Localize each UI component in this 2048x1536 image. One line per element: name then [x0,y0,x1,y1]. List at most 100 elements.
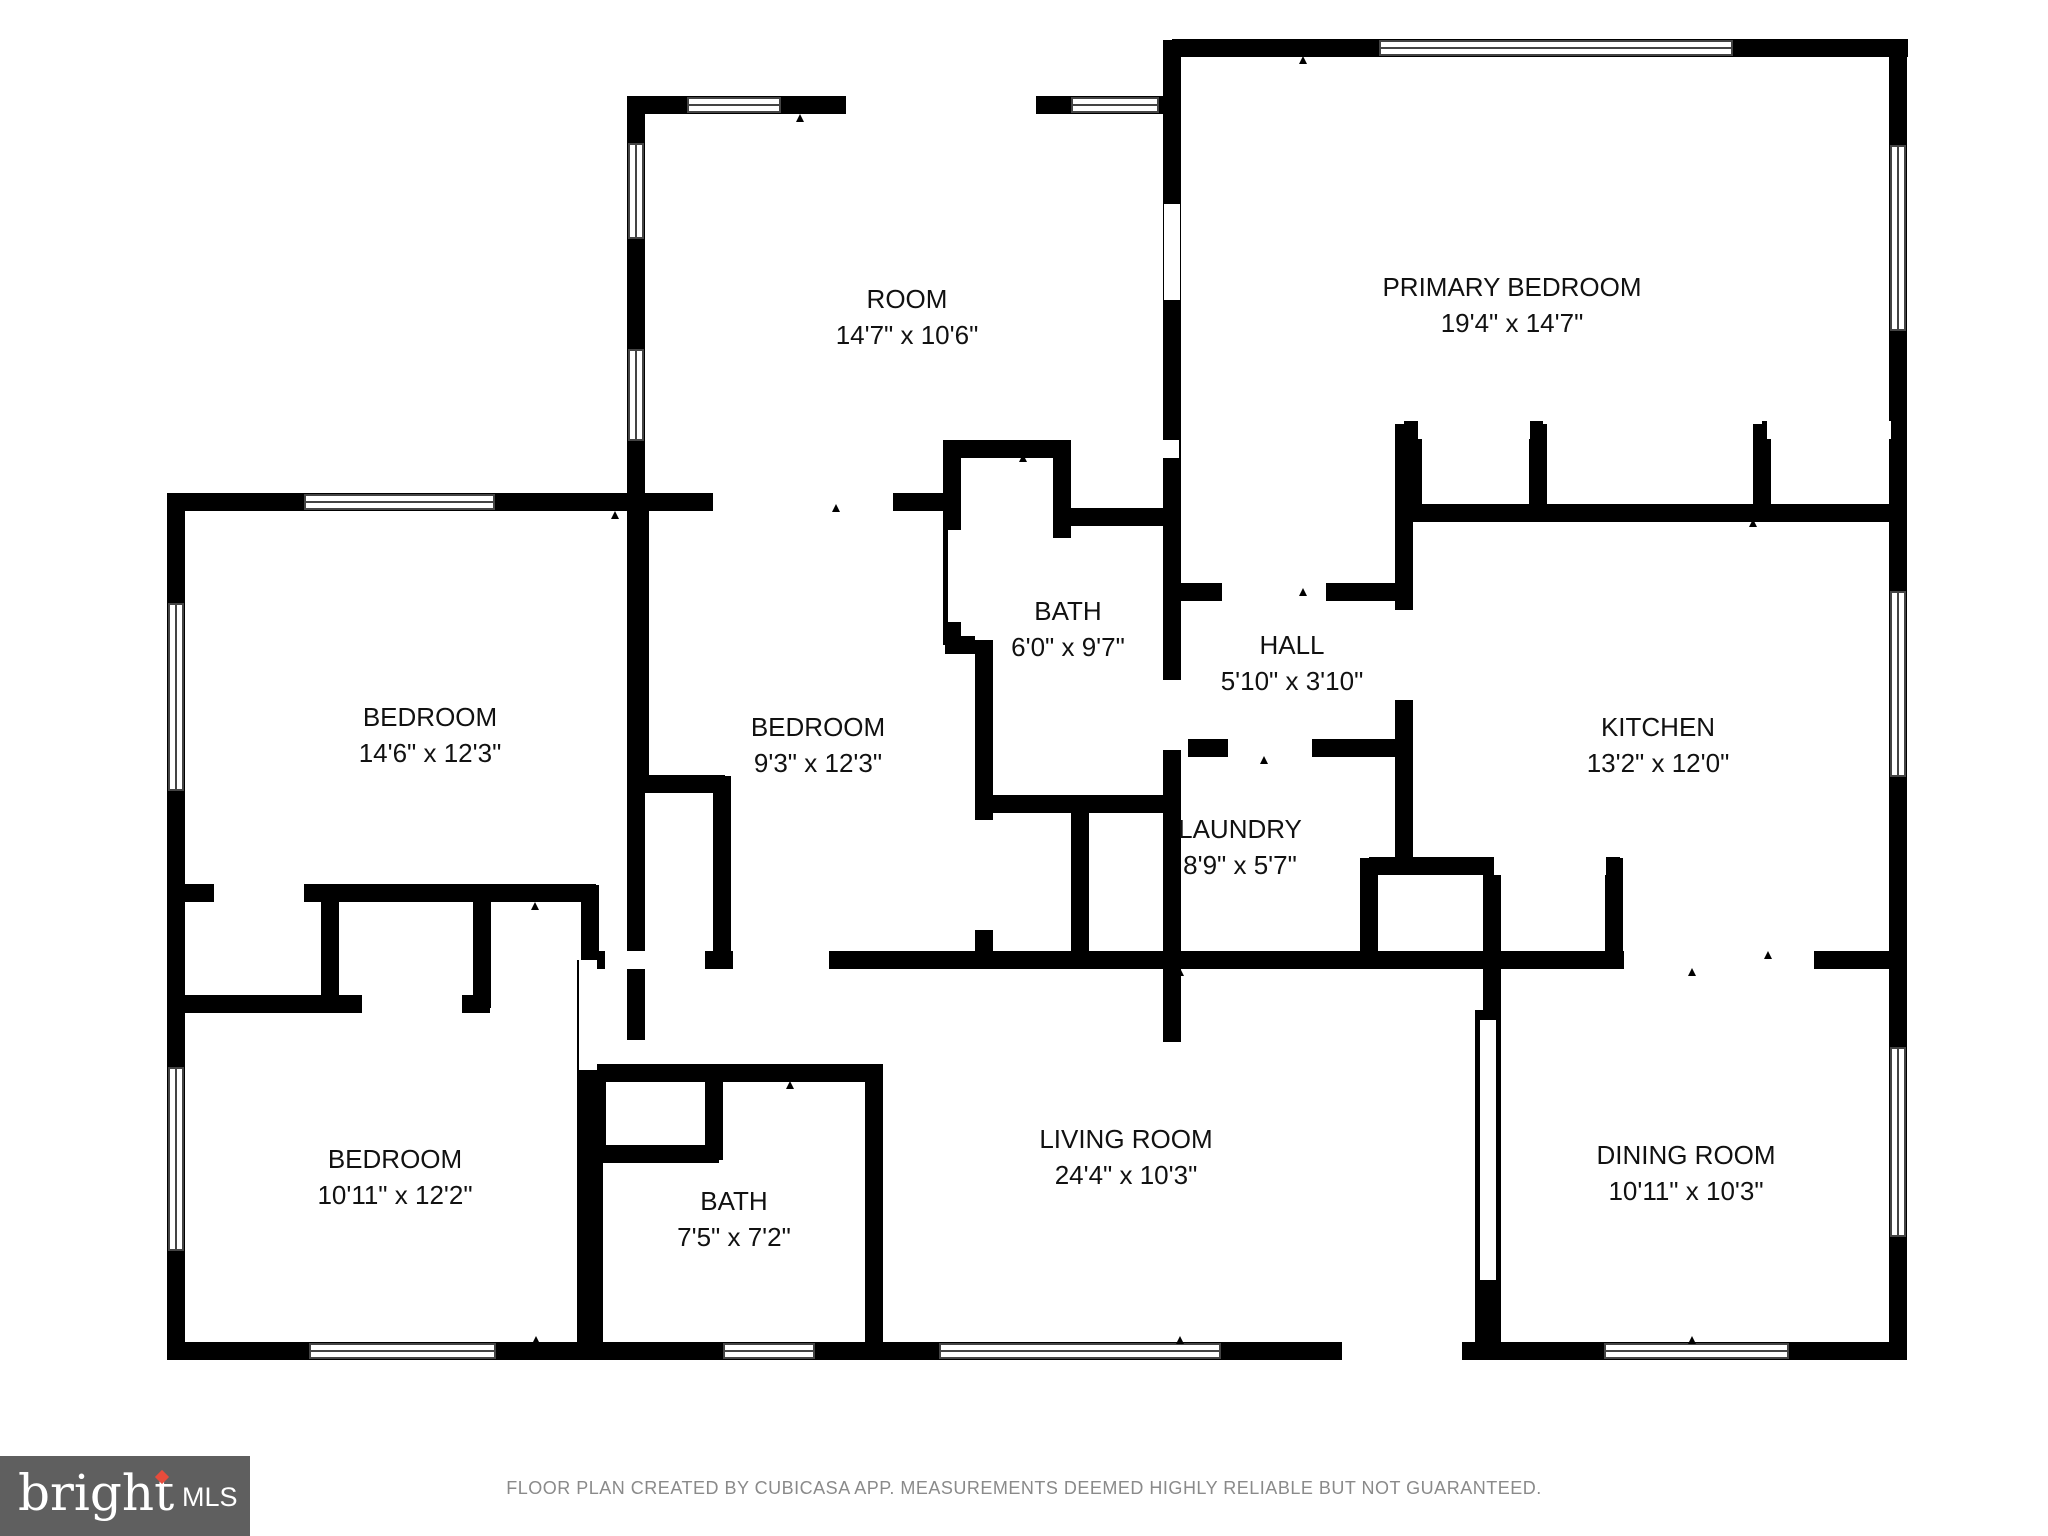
wall-segment [1369,857,1500,875]
room-name: LAUNDRY [1178,814,1302,844]
wall-segment [705,1064,723,1160]
wall-segment [945,636,975,654]
door-opening [948,530,964,622]
wall-segment [590,1064,719,1082]
wall-marker [1019,454,1027,462]
wall-segment [640,775,725,793]
logo-suffix: MLS [182,1482,238,1512]
room-dimensions: 6'0" x 9'7" [1011,632,1125,662]
door-opening [1494,857,1606,875]
room-dimensions: 10'11" x 12'2" [317,1180,472,1210]
wall-marker [1299,588,1307,596]
wall-marker [1176,1336,1184,1344]
door-opening [1073,440,1179,458]
wall-marker [1024,799,1032,807]
wall-marker [532,1336,540,1344]
wall-segment [1062,508,1180,526]
wall-segment [1071,810,1089,960]
wall-segment [984,795,1180,813]
wall-segment [1188,739,1228,757]
door-opening [1395,610,1413,700]
room-dimensions: 10'11" x 10'3" [1608,1176,1763,1206]
room-name: KITCHEN [1601,712,1715,742]
room-name: BATH [1034,596,1101,626]
room-name: LIVING ROOM [1039,1124,1212,1154]
wall-marker [796,114,804,122]
room-dimensions: 24'4" x 10'3" [1055,1160,1198,1190]
room-name: ROOM [867,284,948,314]
wall-marker [832,504,840,512]
wall-marker [1176,968,1184,976]
wall-marker [1260,756,1268,764]
wall-marker [611,511,619,519]
wall-marker [831,956,839,964]
wall-segment [590,1145,719,1163]
room-name: BATH [700,1186,767,1216]
room-name: HALL [1259,630,1324,660]
room-dimensions: 19'4" x 14'7" [1441,308,1584,338]
door-opening [1222,583,1326,601]
door-opening [1163,680,1181,750]
wall-segment [1360,858,1378,960]
room-dimensions: 13'2" x 12'0" [1587,748,1730,778]
logo-text: bright [18,1464,175,1522]
door-opening [579,960,597,1070]
door-opening [733,951,829,969]
wall-marker [531,902,539,910]
wall-segment [1312,739,1410,757]
wall-markers [531,56,1772,1344]
wall-segment [1404,424,1422,520]
wall-segment [581,885,599,968]
wall-segment [714,1064,880,1082]
wall-segment [1753,424,1771,517]
room-name: PRIMARY BEDROOM [1382,272,1641,302]
room-name: BEDROOM [328,1144,462,1174]
wall-marker [786,1081,794,1089]
wall-segment [1404,504,1906,522]
room-name: DINING ROOM [1596,1140,1775,1170]
door-opening [1480,1020,1496,1280]
door-opening [1243,739,1309,757]
wall-segment [966,951,1490,969]
door-opening [846,96,1036,114]
wall-segment [321,893,339,1004]
wall-segment [1605,858,1623,960]
room-dimensions: 14'6" x 12'3" [359,738,502,768]
room-labels: ROOM 14'7" x 10'6" PRIMARY BEDROOM 19'4"… [317,272,1775,1252]
bright-mls-logo: bright MLS [0,1456,250,1536]
room-dimensions: 5'10" x 3'10" [1221,666,1364,696]
wall-segment [975,640,993,810]
wall-segment [631,502,649,792]
wall-marker [1299,56,1307,64]
wall-marker [1764,951,1772,959]
wall-segment [865,1064,883,1360]
door-opening [214,884,304,902]
wall-marker [1688,1336,1696,1344]
wall-marker [1688,968,1696,976]
door-opening [1624,951,1814,969]
room-dimensions: 7'5" x 7'2" [677,1222,791,1252]
wall-marker [1011,798,1019,806]
room-name: BEDROOM [751,712,885,742]
room-dimensions: 9'3" x 12'3" [754,748,882,778]
door-opening [1418,421,1530,439]
door-opening [713,493,893,511]
door-opening [1767,421,1891,439]
wall-segment [167,995,338,1013]
room-name: BEDROOM [363,702,497,732]
wall-segment [1163,510,1181,810]
wall-marker [1749,519,1757,527]
wall-segment [943,440,1068,458]
windows [168,40,1906,1359]
room-dimensions: 8'9" x 5'7" [1183,850,1297,880]
door-opening [605,951,705,969]
room-dimensions: 14'7" x 10'6" [836,320,979,350]
wall-segment [588,1064,606,1160]
wall-segment [713,776,731,966]
wall-segment [1529,424,1547,517]
footer-disclaimer: FLOOR PLAN CREATED BY CUBICASA APP. MEAS… [506,1478,1542,1498]
door-opening [975,820,993,930]
door-opening [362,995,462,1013]
door-opening [1342,1342,1462,1360]
